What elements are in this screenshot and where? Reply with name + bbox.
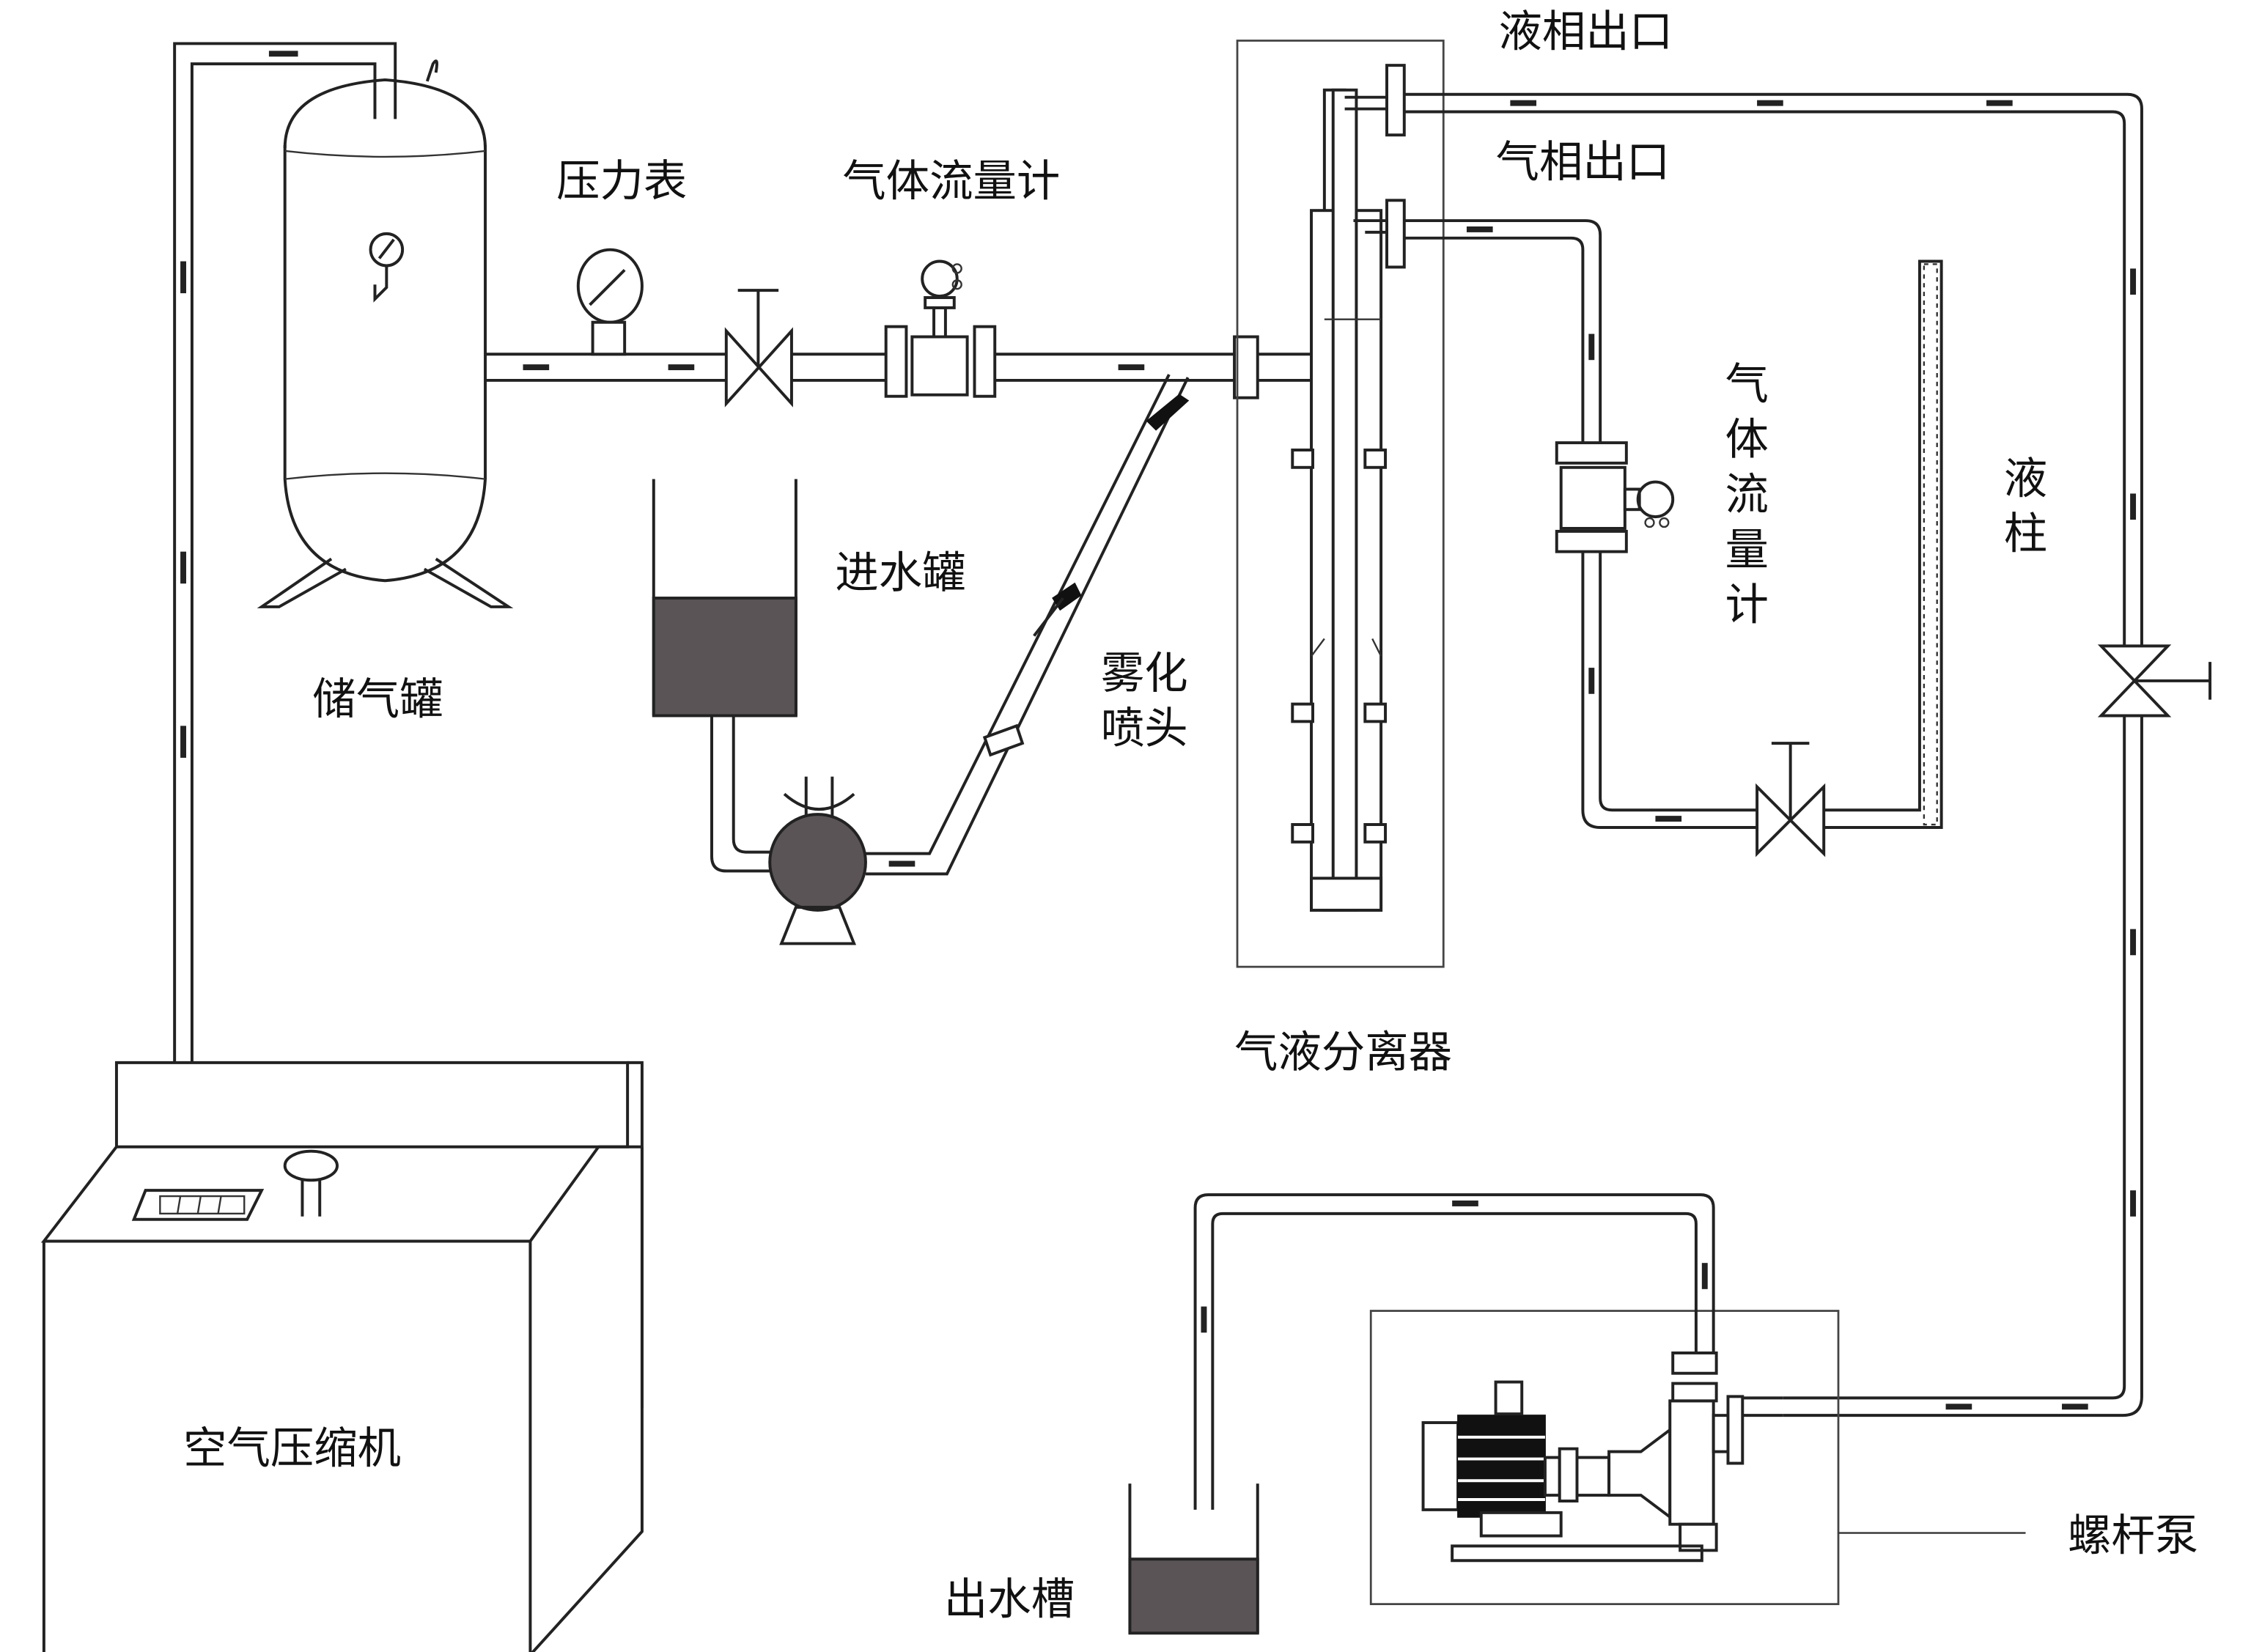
label-outlet-tank: 出水槽 xyxy=(944,1575,1075,1626)
flow-arrow-icon xyxy=(1466,226,1493,232)
flow-arrow-icon xyxy=(668,364,695,371)
flow-arrow-icon xyxy=(1118,364,1145,371)
liquid-outlet-line: 液相出口 xyxy=(1344,7,2143,646)
gate-valve-1[interactable] xyxy=(724,289,793,408)
pump-to-outlet-pipe xyxy=(1193,1193,1715,1510)
compressor-display-panel xyxy=(131,1189,265,1221)
label-screw-pump: 螺杆泵 xyxy=(2068,1511,2198,1561)
flow-arrow-icon xyxy=(2130,929,2137,956)
label-nozzle-line2: 喷头 xyxy=(1101,704,1188,754)
label-nozzle-line1: 雾化 xyxy=(1101,649,1188,699)
separator-inlet-flange xyxy=(1233,335,1314,399)
label-char: 体 xyxy=(1725,415,1769,465)
separator-bolts xyxy=(1291,449,1388,844)
pump-coupling xyxy=(1543,1426,1672,1520)
gas-liquid-separator: 气液分离器 xyxy=(1234,40,1452,1078)
flow-arrow-icon xyxy=(1757,100,1783,106)
tank-legs xyxy=(257,557,514,608)
water-pump[interactable] xyxy=(768,776,867,945)
label-separator: 气液分离器 xyxy=(1234,1028,1452,1078)
flow-arrow-icon xyxy=(1588,333,1595,361)
gas-flowmeter-2: 气 体 流 量 计 xyxy=(1555,360,1769,631)
label-gas-flowmeter-vertical: 气 体 流 量 计 xyxy=(1725,360,1769,631)
label-char: 气 xyxy=(1725,360,1769,410)
label-char: 液 xyxy=(2004,454,2047,504)
pump-to-nozzle-pipe xyxy=(865,374,1190,876)
screw-pump[interactable]: 螺杆泵 xyxy=(1369,1310,2198,1606)
atomizing-nozzle: 雾化 喷头 xyxy=(982,394,1190,757)
pump-casing xyxy=(1451,1352,1783,1563)
flow-arrow-icon xyxy=(1452,1201,1478,1206)
flow-arrow-icon xyxy=(268,51,298,57)
liquid-column: 液 柱 xyxy=(2004,454,2047,559)
flow-arrow-icon xyxy=(1655,816,1682,822)
flow-arrow-icon xyxy=(180,551,187,584)
outlet-water-tank: 出水槽 xyxy=(944,1483,1259,1635)
air-compressor: 空气压缩机 xyxy=(40,1061,644,1652)
flow-arrow-icon xyxy=(2130,1190,2137,1217)
label-gas-flowmeter-top: 气体流量计 xyxy=(842,156,1060,207)
inlet-water-tank: 进水罐 xyxy=(652,479,966,718)
label-char: 柱 xyxy=(2004,509,2047,560)
pressure-gauge: 压力表 xyxy=(556,156,687,356)
label-air-compressor: 空气压缩机 xyxy=(183,1424,401,1475)
inlet-to-pump-pipe xyxy=(710,715,778,873)
label-gas-outlet: 气相出口 xyxy=(1496,138,1670,188)
return-valve[interactable] xyxy=(2097,644,2212,718)
throttle-valve[interactable] xyxy=(1756,742,1826,858)
compressor-knob-icon xyxy=(283,1149,339,1217)
flowmeter-to-column-pipe xyxy=(1581,259,1943,829)
tank-gauge-icon xyxy=(369,232,405,303)
flow-arrow-icon xyxy=(1945,1404,1972,1410)
flow-arrow-icon xyxy=(523,364,550,371)
label-inlet-tank: 进水罐 xyxy=(835,548,965,599)
flow-arrow-icon xyxy=(1588,668,1595,694)
flow-arrow-icon xyxy=(2130,493,2137,520)
label-pressure-gauge: 压力表 xyxy=(556,156,687,207)
flow-arrow-icon xyxy=(1510,100,1537,106)
flow-arrow-icon xyxy=(2062,1404,2088,1410)
gas-outlet-line: 气相出口 xyxy=(1353,138,1670,443)
label-char: 量 xyxy=(1725,525,1769,575)
label-liquid-outlet: 液相出口 xyxy=(1499,7,1673,57)
label-storage-tank: 储气罐 xyxy=(312,674,443,725)
flow-arrow-icon xyxy=(1986,100,2013,106)
main-gas-line xyxy=(485,353,1235,382)
right-return-pipe xyxy=(1783,715,2143,1417)
flow-arrow-icon xyxy=(1201,1306,1207,1333)
flow-arrow-icon xyxy=(180,261,187,294)
label-char: 计 xyxy=(1725,580,1769,631)
gas-flowmeter-1: 气体流量计 xyxy=(842,156,1060,398)
flow-arrow-icon xyxy=(888,860,915,867)
flow-arrow-icon xyxy=(1701,1263,1708,1289)
flow-arrow-icon xyxy=(2130,268,2137,295)
pump-motor xyxy=(1421,1380,1563,1538)
flow-arrow-icon xyxy=(180,726,187,758)
label-char: 流 xyxy=(1725,470,1769,520)
storage-tank: 储气罐 xyxy=(257,59,514,725)
